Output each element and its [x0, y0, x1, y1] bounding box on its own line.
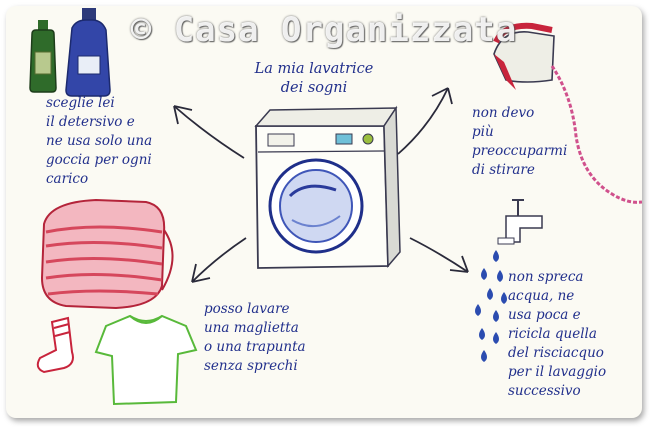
note-laundry: posso lavare una maglietta o una trapunt…	[204, 300, 374, 376]
note-detergent: sceglie lei il detersivo e ne usa solo u…	[46, 94, 216, 189]
water-drops-icon	[475, 250, 507, 362]
illustration-card: © Casa Organizzata La mia lavatrice dei …	[6, 6, 642, 418]
watermark-text: © Casa Organizzata	[6, 10, 642, 50]
sock-icon	[38, 318, 73, 372]
folded-duvet-icon	[42, 200, 173, 308]
note-water: non spreca acqua, ne usa poca e ricicla …	[508, 268, 638, 401]
washing-machine-icon	[256, 108, 400, 268]
note-iron: non devo più preoccuparmi di stirare	[472, 104, 612, 180]
center-title: La mia lavatrice dei sogni	[234, 60, 394, 98]
faucet-icon	[498, 200, 542, 244]
t-shirt-icon	[96, 316, 196, 404]
